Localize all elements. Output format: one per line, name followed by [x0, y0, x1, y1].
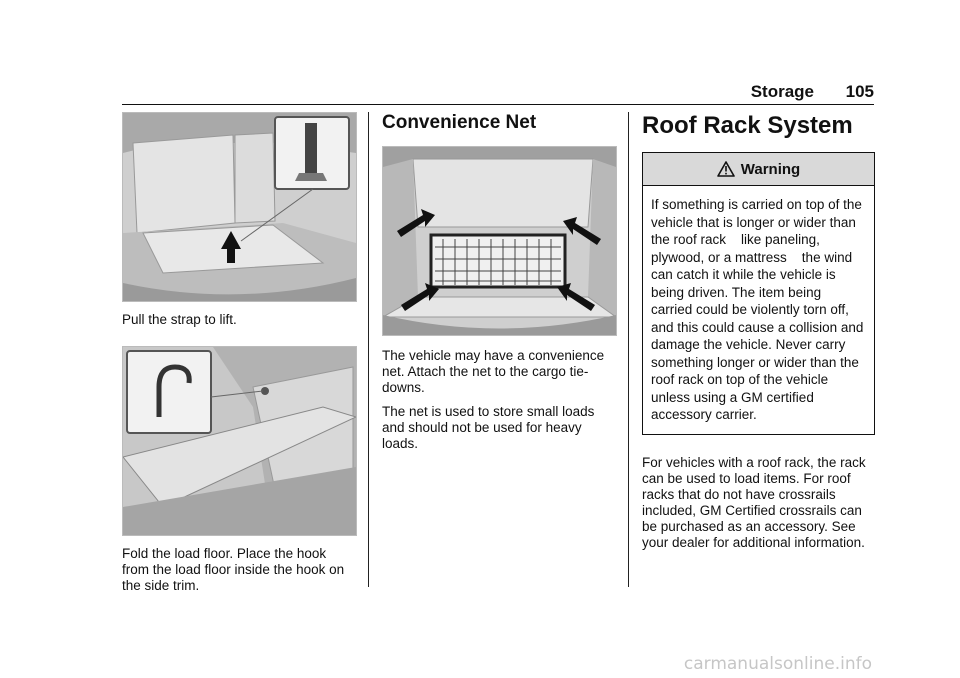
- column-divider-1: [368, 112, 369, 587]
- load-floor-hook-illustration: [122, 346, 357, 536]
- warning-header: Warning: [643, 153, 874, 186]
- convenience-net-illustration: [382, 146, 617, 336]
- column-1: Pull the strap to lift. Fold the load fl…: [122, 112, 357, 600]
- watermark-text: carmanualsonline.info: [683, 654, 872, 674]
- net-paragraph-2: The net is used to store small loads and…: [382, 404, 595, 451]
- caption-fold-floor: Fold the load floor. Place the hook from…: [122, 546, 345, 593]
- convenience-net-heading: Convenience Net: [382, 112, 537, 133]
- warning-label: Warning: [740, 160, 801, 178]
- warning-box: Warning If something is carried on top o…: [642, 152, 875, 435]
- page-number: 105: [845, 82, 874, 101]
- page-header: Storage 105: [122, 82, 874, 105]
- net-paragraph-1: The vehicle may have a convenience net. …: [382, 348, 605, 395]
- column-2: Convenience Net The vehicle may have a c…: [382, 112, 617, 458]
- caption-pull-strap: Pull the strap to lift.: [122, 312, 237, 327]
- section-title: Storage: [750, 82, 814, 101]
- roof-rack-heading: Roof Rack System: [642, 112, 853, 139]
- warning-triangle-icon: [716, 161, 735, 177]
- roof-rack-paragraph: For vehicles with a roof rack, the rack …: [642, 454, 866, 550]
- column-3: Roof Rack System Warning If something is…: [642, 112, 875, 557]
- cargo-strap-illustration: [122, 112, 357, 302]
- warning-text: If something is carried on top of the ve…: [651, 197, 868, 422]
- column-divider-2: [628, 112, 629, 587]
